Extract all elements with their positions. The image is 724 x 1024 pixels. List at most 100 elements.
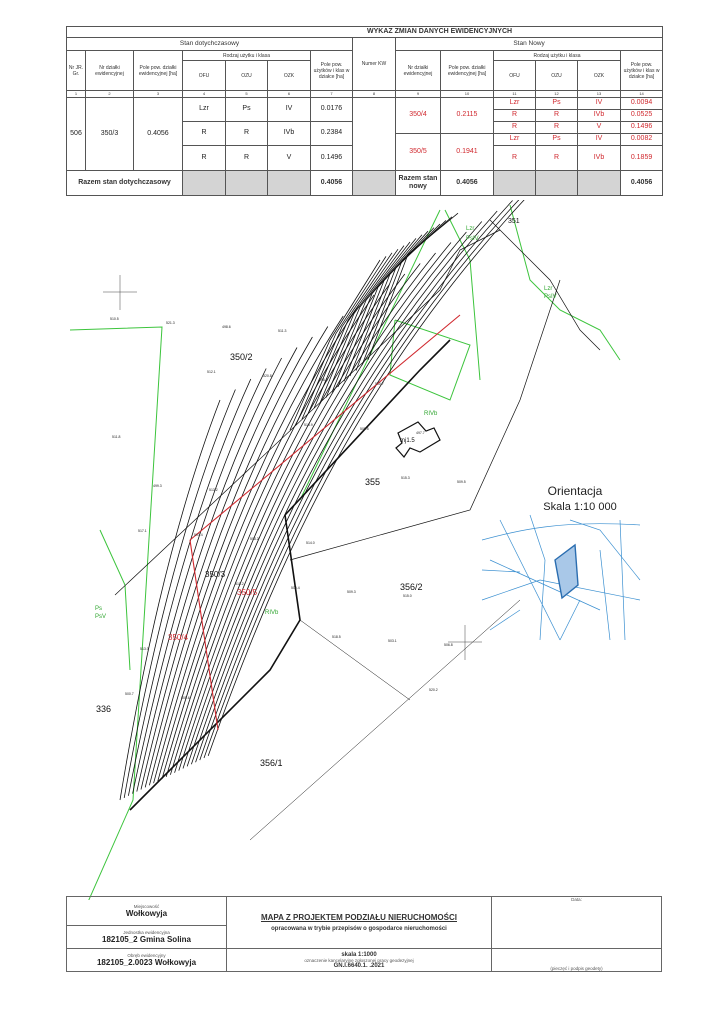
header: OFU bbox=[493, 60, 536, 91]
landuse-label: PsIV bbox=[466, 236, 479, 242]
parcel-label: 350/4 bbox=[168, 633, 189, 642]
cell: R bbox=[225, 121, 268, 146]
contour-line bbox=[325, 238, 417, 398]
contour-line bbox=[182, 242, 452, 769]
contour-line bbox=[195, 210, 498, 763]
contour-line bbox=[295, 256, 387, 425]
contour-line bbox=[149, 326, 329, 786]
header: OFU bbox=[182, 60, 226, 91]
cell: 0.2384 bbox=[310, 121, 353, 146]
cell: IVb bbox=[577, 109, 621, 122]
parcel-label: 356/2 bbox=[400, 582, 423, 592]
ozn-label: oznaczenie kancelaryjne zgłoszonej pracy… bbox=[304, 957, 414, 963]
orientation-inset bbox=[481, 514, 641, 641]
total-new-uzytki: 0.4056 bbox=[619, 170, 664, 196]
elevation-label: 505.6 bbox=[181, 696, 190, 700]
header: OZK bbox=[267, 60, 311, 91]
header: Pole pow. działki ewidencyjnej [ha] bbox=[440, 50, 494, 91]
jednostka-label: Jednostka ewidencyjna bbox=[123, 930, 170, 935]
contour-line bbox=[343, 227, 435, 382]
column-number: 6 bbox=[267, 90, 311, 98]
parcel-label: 350/3 bbox=[205, 570, 226, 579]
elevation-label: 497.7 bbox=[416, 431, 425, 435]
cell: Ps bbox=[225, 97, 268, 122]
elevation-label: 496.5 bbox=[319, 378, 328, 382]
elevation-label: 499.3 bbox=[153, 484, 162, 488]
landuse-label: Ps bbox=[95, 606, 102, 612]
cell: R bbox=[493, 145, 536, 171]
column-number: 10 bbox=[440, 90, 494, 98]
green-boundaries bbox=[69, 204, 621, 900]
contour-line bbox=[119, 399, 221, 801]
header: Rodzaj użytku i klasa bbox=[493, 50, 621, 61]
cell: IV bbox=[267, 97, 311, 122]
header: Nr działki ewidencyjnej bbox=[85, 50, 134, 91]
column-number: 9 bbox=[395, 90, 441, 98]
parcel-boundaries bbox=[114, 219, 601, 841]
kw-header: Numer KW bbox=[352, 37, 396, 91]
contour-line bbox=[170, 273, 406, 775]
column-number: 1 bbox=[66, 90, 86, 98]
signature-label: (pieczęć i podpis geodety) bbox=[550, 966, 603, 971]
elevation-label: 510.5 bbox=[110, 317, 119, 321]
column-number: 4 bbox=[182, 90, 226, 98]
elevation-label: 506.8 bbox=[444, 643, 453, 647]
old-parcel: 350/3 bbox=[85, 97, 134, 171]
elevation-label: 514.0 bbox=[306, 541, 315, 545]
contour-line bbox=[307, 248, 399, 414]
cell: IV bbox=[577, 97, 621, 110]
jr-number: 506 bbox=[66, 97, 86, 171]
division-lines bbox=[189, 314, 461, 731]
column-number: 8 bbox=[352, 90, 396, 98]
elevation-label: 515.3 bbox=[401, 476, 410, 480]
header: Rodzaj użytku i klasa bbox=[182, 50, 311, 61]
cell: R bbox=[225, 145, 268, 171]
contour-line bbox=[289, 259, 381, 431]
cell: Lzr bbox=[182, 97, 226, 122]
elevation-label: 509.3 bbox=[347, 590, 356, 594]
old-area: 0.4056 bbox=[133, 97, 183, 171]
contour-line bbox=[337, 230, 429, 387]
contour-line bbox=[331, 234, 423, 393]
cell: Lzr bbox=[493, 133, 536, 146]
elevation-label: 521.3 bbox=[166, 321, 175, 325]
cell: 0.0176 bbox=[310, 97, 353, 122]
contour-line bbox=[367, 212, 459, 360]
landuse-label: Lzr bbox=[466, 226, 474, 232]
cell: R bbox=[182, 145, 226, 171]
header: OZU bbox=[535, 60, 578, 91]
cell: 0.0094 bbox=[619, 97, 664, 110]
map-subtitle: opracowana w trybie przepisów o gospodar… bbox=[271, 926, 447, 932]
scale: skala 1:1000 bbox=[341, 951, 377, 958]
cell: 0.0082 bbox=[619, 133, 664, 146]
cross-markers bbox=[103, 275, 482, 660]
miejscowosc-label: Miejscowość bbox=[133, 904, 160, 909]
orientation-scale: Skala 1:10 000 bbox=[543, 501, 616, 513]
cell: V bbox=[267, 145, 311, 171]
column-number: 3 bbox=[133, 90, 183, 98]
total-old-label: Razem stan dotychczasowy bbox=[66, 170, 183, 196]
cell: V bbox=[577, 121, 621, 134]
elevation-label: 513.9 bbox=[304, 423, 313, 427]
contour-line bbox=[313, 245, 405, 409]
contour-line bbox=[199, 200, 513, 761]
miejscowosc: Wołkowyja bbox=[125, 909, 168, 918]
landuse-label: Lzr bbox=[544, 286, 552, 292]
cell: 0.1496 bbox=[619, 121, 664, 134]
elevation-label: 500.7 bbox=[125, 692, 134, 696]
column-number: 5 bbox=[225, 90, 268, 98]
cell: R bbox=[535, 145, 578, 171]
header: Pole pow. użytków i klas w działce [ha] bbox=[619, 50, 664, 91]
contour-line bbox=[144, 336, 313, 788]
changes-table: WYKAZ ZMIAN DANYCH EWIDENCYJNYCH Stan do… bbox=[65, 26, 664, 196]
contour-line bbox=[207, 200, 525, 757]
cell: 0.1496 bbox=[310, 145, 353, 171]
elevation-label: 509.5 bbox=[457, 480, 466, 484]
new-area: 0.1941 bbox=[440, 133, 494, 171]
elevation-label: 511.8 bbox=[112, 435, 121, 439]
new-area: 0.2115 bbox=[440, 97, 494, 134]
contour-line bbox=[157, 305, 359, 782]
contour-line bbox=[203, 200, 520, 759]
new-section-header: Stan Nowy bbox=[394, 37, 664, 51]
